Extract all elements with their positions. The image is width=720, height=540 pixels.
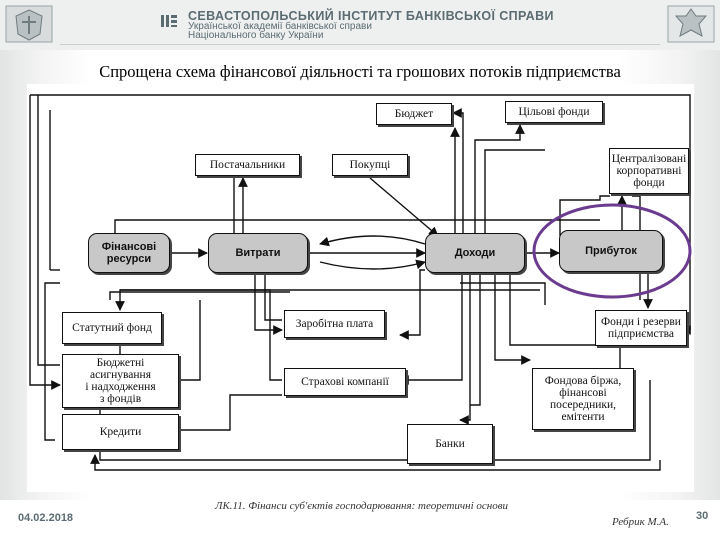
box-banks: Банки <box>407 424 493 464</box>
box-centralized-funds: Централізовані корпоративні фонди <box>609 148 689 194</box>
footer-date: 04.02.2018 <box>18 512 74 524</box>
box-target-funds: Цільові фонди <box>505 101 603 123</box>
box-stock-exchange-line2: фінансові <box>559 387 607 399</box>
box-budget-financing: Бюджетні асигнування і надходження з фон… <box>62 354 179 408</box>
box-budget-financing-line4: з фондів <box>99 393 142 405</box>
box-centralized-funds-line1: Централізовані <box>611 153 687 165</box>
box-authorized-fund: Статутний фонд <box>62 312 162 344</box>
box-financial-resources-line1: Фінансові <box>101 241 157 253</box>
footer-author: Ребрик М.А. <box>612 516 669 528</box>
box-wages: Заробітна плата <box>284 310 385 338</box>
box-financial-resources: Фінансові ресурси <box>88 233 170 273</box>
box-centralized-funds-line3: фонди <box>633 177 665 189</box>
institute-subtitle-1: Української академії банківської справи <box>188 21 372 32</box>
box-budget-financing-line2: асигнування <box>90 369 151 381</box>
box-stock-exchange-line1: Фондова біржа, <box>544 375 622 387</box>
header-bar: СЕВАСТОПОЛЬСЬКИЙ ІНСТИТУТ БАНКІВСЬКОЇ СП… <box>0 0 720 50</box>
box-enterprise-funds-line2: підприємства <box>608 328 674 340</box>
box-insurance: Страхові компанії <box>284 368 406 396</box>
box-centralized-funds-line2: корпоративні <box>616 165 682 177</box>
institute-subtitle-2: Національного банку України <box>188 30 324 41</box>
coat-of-arms-icon <box>5 5 53 43</box>
box-stock-exchange-line4: емітенти <box>561 411 605 423</box>
box-suppliers: Постачальники <box>195 154 300 176</box>
box-buyers: Покупці <box>332 154 408 176</box>
header-divider <box>60 44 660 45</box>
box-enterprise-funds-line1: Фонди і резерви <box>601 316 681 328</box>
box-budget-financing-line1: Бюджетні <box>96 357 145 369</box>
box-budget-financing-line3: і надходження <box>85 381 156 393</box>
slide-title: Спрощена схема фінансової діяльності та … <box>99 62 621 81</box>
box-stock-exchange: Фондова біржа, фінансові посередники, ем… <box>532 368 634 430</box>
box-financial-resources-line2: ресурси <box>106 253 152 265</box>
footer-lecture-title: ЛК.11. Фінанси суб'єктів господарювання:… <box>215 500 509 512</box>
bank-emblem-icon <box>667 5 715 43</box>
box-budget: Бюджет <box>376 103 452 125</box>
institute-title: СЕВАСТОПОЛЬСЬКИЙ ІНСТИТУТ БАНКІВСЬКОЇ СП… <box>188 9 554 23</box>
box-income: Доходи <box>425 233 525 273</box>
page-number: 30 <box>696 510 709 522</box>
box-expenses: Витрати <box>208 233 308 273</box>
box-profit: Прибуток <box>559 230 663 272</box>
box-enterprise-funds: Фонди і резерви підприємства <box>595 310 687 346</box>
box-credits: Кредити <box>62 414 179 450</box>
institute-logo-icon <box>161 15 177 27</box>
box-stock-exchange-line3: посередники, <box>549 399 617 411</box>
